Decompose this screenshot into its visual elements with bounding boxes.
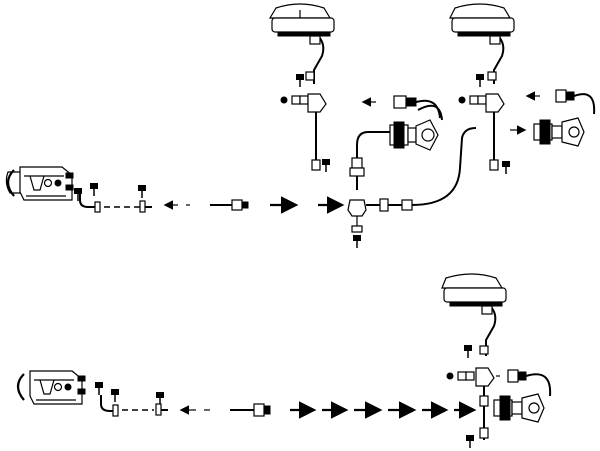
hose-to-center [361, 95, 477, 212]
actuator-lower [493, 369, 552, 423]
brake-chamber-left-upper [268, 3, 335, 173]
flow-arrows-lower [179, 401, 477, 419]
lower-assembly [16, 273, 552, 449]
center-valve-stack [347, 131, 390, 249]
brake-chamber-right-upper [449, 3, 515, 175]
brake-chamber-lower [441, 273, 507, 449]
flow-arrows-upper [163, 196, 345, 214]
mounting-bracket-lower [16, 370, 86, 405]
bracket-pipe-lower [94, 381, 168, 417]
bracket-pipe-upper [73, 182, 152, 213]
actuator-right-upper [510, 89, 596, 147]
actuator-center [389, 104, 443, 151]
mounting-bracket-upper [5, 166, 74, 201]
upper-assembly [5, 3, 596, 249]
